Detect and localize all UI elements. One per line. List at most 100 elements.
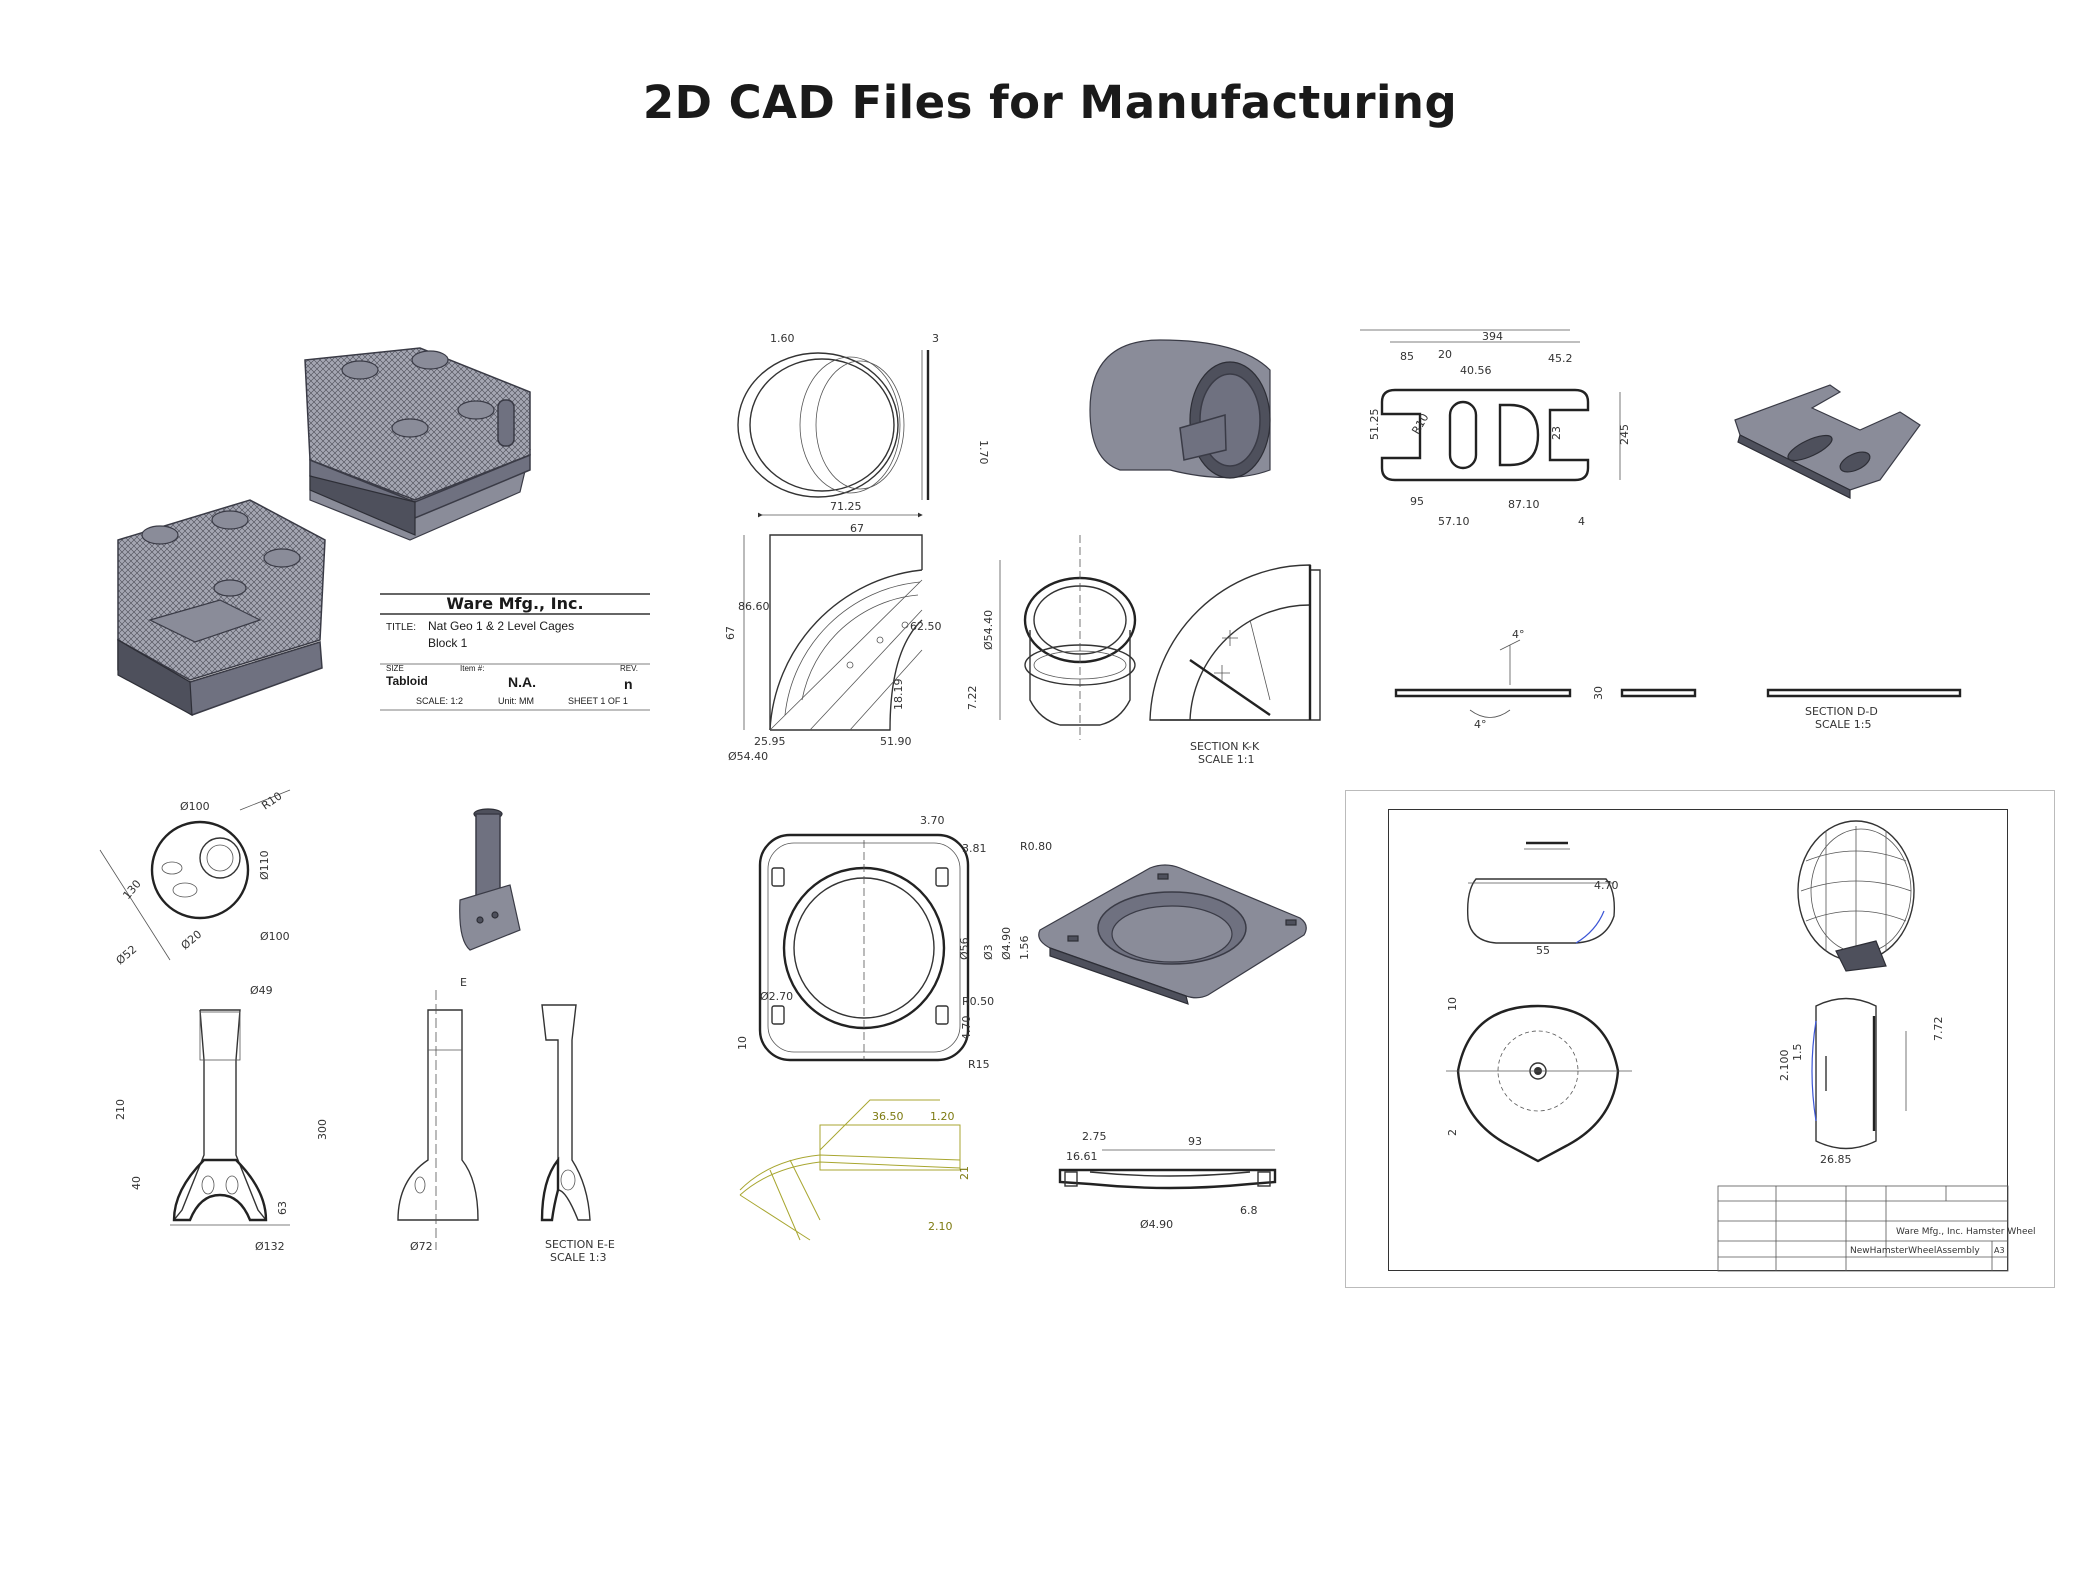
item-label: Item #:	[460, 664, 485, 673]
tube-dim: 300	[316, 1119, 329, 1140]
tube-render	[459, 808, 521, 951]
lid-dim: Ø3	[982, 944, 995, 960]
bracket-render	[1734, 384, 1921, 499]
lid-dim: 2.75	[1082, 1130, 1107, 1143]
elbow-dim: 71.25	[830, 500, 862, 513]
elbow-dim: Ø54.40	[982, 610, 995, 650]
bracket-dim: 45.2	[1548, 352, 1573, 365]
size-label: SIZE	[386, 664, 404, 673]
lid-dim: Ø56	[958, 937, 971, 960]
bracket-dim: 4°	[1474, 718, 1487, 731]
wheel-dim: 55	[1536, 944, 1550, 957]
lid-dim: 4.70	[960, 1016, 973, 1041]
lid-dim: 6.8	[1240, 1204, 1258, 1217]
wheel-dwg-no: NewHamsterWheelAssembly	[1850, 1246, 1980, 1256]
lid-dim: 21	[958, 1166, 971, 1180]
lid-drawing: 3.70 R0.80 3.81 Ø56 Ø3 Ø4.90 1.56 R0.50 …	[736, 814, 1307, 1241]
wheel-drawing-sheet: 55 10 2 2.100 1.5 7.72 26.85 4.70	[1345, 790, 2055, 1288]
lid-dim: 1.20	[930, 1110, 955, 1123]
lid-dim: 93	[1188, 1135, 1202, 1148]
tube-dim: 63	[276, 1201, 289, 1215]
tube-dim: Ø110	[258, 850, 271, 880]
bracket-dim: 394	[1482, 330, 1503, 343]
elbow-drawing-panel: 1.60 3 1.70 71.25 67 67 86.60 62.50 Ø54.…	[710, 320, 1350, 770]
elbow-drawing: 1.60 3 1.70 71.25 67 67 86.60 62.50 Ø54.…	[724, 332, 1321, 766]
lid-dim: Ø4.90	[1140, 1218, 1173, 1231]
tube-dim: 40	[130, 1176, 143, 1190]
elbow-dim: 1.70	[977, 440, 990, 465]
lid-dim: R15	[968, 1058, 990, 1071]
lid-dim: Ø4.90	[1000, 927, 1013, 960]
elbow-dim: Ø54.40	[728, 750, 768, 763]
page-title: 2D CAD Files for Manufacturing	[642, 76, 1458, 129]
tube-dim: Ø100	[180, 800, 210, 813]
wheel-size: A3	[1994, 1246, 2005, 1255]
rev-value: n	[624, 676, 633, 692]
unit-label: Unit: MM	[498, 696, 534, 706]
tube-dim: Ø72	[410, 1240, 433, 1253]
tube-dim: Ø20	[179, 928, 205, 953]
title-line-1: Nat Geo 1 & 2 Level Cages	[428, 619, 575, 633]
elbow-dim: 25.95	[754, 735, 786, 748]
item-value: N.A.	[508, 674, 536, 690]
bracket-drawing-panel: 394 85 20 40.56 45.2 R10 51.25 23 245 95…	[1360, 329, 1980, 731]
elbow-dim: 1.60	[770, 332, 795, 345]
sheet-label: SHEET 1 OF 1	[568, 696, 628, 706]
lid-dim: 3.81	[962, 842, 987, 855]
section-d-label: SECTION D-D	[1805, 705, 1878, 718]
size-value: Tabloid	[386, 674, 428, 688]
wheel-dim: 4.70	[1594, 879, 1619, 892]
wheel-dim: 10	[1446, 997, 1459, 1011]
company-name: Ware Mfg., Inc.	[446, 594, 584, 613]
large-cage-render	[117, 499, 326, 717]
bracket-dim: 4	[1578, 515, 1585, 528]
wheel-render	[1797, 820, 1915, 972]
elbow-dim: 67	[850, 522, 864, 535]
tube-dim: R10	[259, 789, 284, 812]
tube-dim: 130	[120, 877, 143, 901]
elbow-dim: 7.22	[966, 686, 979, 711]
bracket-dim: 95	[1410, 495, 1424, 508]
lid-section-detail: 36.50 1.20 21 2.10	[739, 1099, 971, 1241]
lid-dim: R0.50	[962, 995, 994, 1008]
section-d-scale: SCALE 1:5	[1815, 718, 1871, 731]
tube-drawing-panel: Ø100 R10 Ø110 Ø100 Ø20 Ø52 130 Ø49 210 4…	[90, 789, 650, 1280]
wheel-company: Ware Mfg., Inc. Hamster Wheel	[1896, 1227, 2036, 1237]
wheel-dim: 1.5	[1791, 1044, 1804, 1062]
tube-dim: Ø49	[250, 984, 273, 997]
elbow-dim: 51.90	[880, 735, 912, 748]
bracket-dim: 40.56	[1460, 364, 1492, 377]
wheel-dim: 7.72	[1932, 1017, 1945, 1042]
cage-title-block: Ware Mfg., Inc. TITLE: Nat Geo 1 & 2 Lev…	[380, 592, 650, 717]
bracket-dim: 87.10	[1508, 498, 1540, 511]
small-cage-render	[304, 347, 531, 541]
section-k-scale: SCALE 1:1	[1198, 753, 1254, 766]
bracket-dim: 245	[1618, 424, 1631, 445]
elbow-dim: 18.19	[892, 679, 905, 711]
elbow-dim: 86.60	[738, 600, 770, 613]
tube-dim: E	[460, 976, 467, 989]
lid-dim: Ø2.70	[760, 990, 793, 1003]
bracket-dim: 51.25	[1368, 409, 1381, 441]
bracket-dim: 30	[1592, 686, 1605, 700]
lid-dim: 3.70	[920, 814, 945, 827]
bracket-dim: 4°	[1512, 628, 1525, 641]
lid-dim: R0.80	[1020, 840, 1052, 853]
bracket-dim: 57.10	[1438, 515, 1470, 528]
elbow-render	[1089, 339, 1271, 479]
elbow-dim: 3	[932, 332, 939, 345]
lid-dim: 1.56	[1018, 936, 1031, 961]
wheel-dim: 2	[1446, 1129, 1459, 1136]
rev-label: REV.	[620, 664, 638, 673]
bracket-dim: 23	[1550, 426, 1563, 440]
elbow-dim: 67	[724, 626, 737, 640]
tube-drawing: Ø100 R10 Ø110 Ø100 Ø20 Ø52 130 Ø49 210 4…	[99, 789, 615, 1264]
lid-render	[1038, 864, 1307, 1005]
elbow-dim: 62.50	[910, 620, 942, 633]
section-e-label: SECTION E-E	[545, 1238, 615, 1251]
lid-dim: 16.61	[1066, 1150, 1098, 1163]
tube-dim: Ø52	[114, 943, 140, 968]
lid-drawing-panel: 3.70 R0.80 3.81 Ø56 Ø3 Ø4.90 1.56 R0.50 …	[710, 800, 1330, 1260]
scale-label: SCALE: 1:2	[416, 696, 464, 706]
wheel-dim: 26.85	[1820, 1153, 1852, 1166]
